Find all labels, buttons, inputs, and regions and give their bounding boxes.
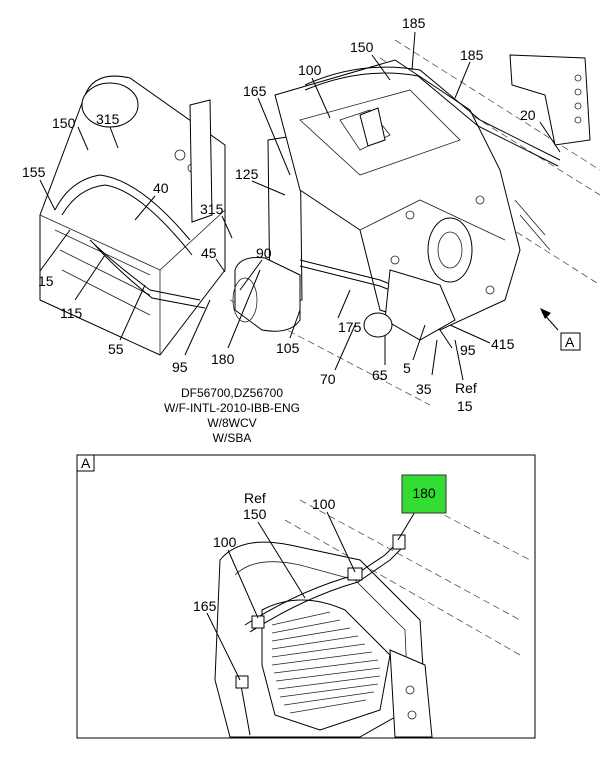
callout-5: 5 <box>403 360 411 376</box>
caption-line-2: W/F-INTL-2010-IBB-ENG <box>164 401 300 415</box>
callout-315b: 315 <box>200 201 224 217</box>
callout-95b: 95 <box>460 342 476 358</box>
callout-70: 70 <box>320 371 336 387</box>
callout-95a: 95 <box>172 359 188 375</box>
detail-callout-150: 150 <box>243 506 267 522</box>
leader-lines-upper <box>39 31 561 381</box>
detail-callout-100a: 100 <box>213 534 237 550</box>
caption-line-3: W/8WCV <box>207 416 256 430</box>
detail-label: A <box>81 455 91 471</box>
caption-line-4: W/SBA <box>213 431 252 445</box>
callout-150a: 150 <box>350 39 374 55</box>
callout-315a: 315 <box>96 111 120 127</box>
callout-ref: Ref <box>455 380 477 396</box>
callout-185a: 185 <box>402 15 426 31</box>
callout-175: 175 <box>338 319 362 335</box>
callout-20: 20 <box>520 107 536 123</box>
detail-callout-ref: Ref <box>244 490 266 506</box>
callout-65: 65 <box>372 367 388 383</box>
callout-125: 125 <box>235 166 259 182</box>
detail-callout-100b: 100 <box>312 496 336 512</box>
callout-105: 105 <box>276 340 300 356</box>
callout-40: 40 <box>153 180 169 196</box>
callout-115: 115 <box>60 305 83 321</box>
callout-150b: 150 <box>52 115 76 131</box>
view-a-marker-box <box>560 332 581 351</box>
callout-90: 90 <box>256 245 272 261</box>
detail-label-box <box>76 454 95 472</box>
caption-line-1: DF56700,DZ56700 <box>181 386 283 400</box>
highlight-part-box[interactable] <box>401 474 447 514</box>
detail-callout-165: 165 <box>193 598 217 614</box>
callout-15: 15 <box>38 273 54 289</box>
callout-100a: 100 <box>298 62 322 78</box>
callout-ref-15: 15 <box>457 398 473 414</box>
callout-155: 155 <box>22 164 46 180</box>
callout-415: 415 <box>491 336 515 352</box>
detail-frame <box>76 454 536 739</box>
callout-185b: 185 <box>460 47 484 63</box>
callout-165a: 165 <box>243 83 267 99</box>
louvre-slots <box>271 611 381 714</box>
callout-180: 180 <box>211 351 235 367</box>
callout-45: 45 <box>201 245 217 261</box>
detail-view-a: A <box>76 454 536 739</box>
view-a-marker: A <box>565 334 575 350</box>
callout-35: 35 <box>416 381 432 397</box>
caption: DF56700,DZ56700 W/F-INTL-2010-IBB-ENG W/… <box>164 386 300 445</box>
main-assembly-drawing <box>39 39 601 406</box>
callout-55: 55 <box>108 341 124 357</box>
highlight-part-number[interactable]: 180 <box>412 485 436 501</box>
callout-labels-upper: 185 185 150 100 165 315 150 20 155 40 12… <box>22 15 581 414</box>
